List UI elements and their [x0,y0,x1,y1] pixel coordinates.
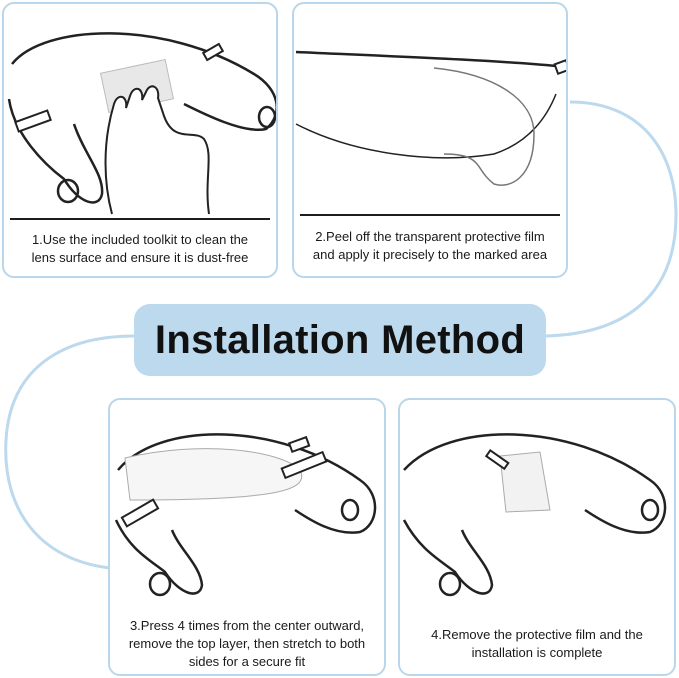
page-title: Installation Method [154,317,526,362]
film-press-illustration [114,433,377,597]
visor-cleaning-illustration [7,32,276,215]
step-3-panel: 3.Press 4 times from the center outward,… [108,398,386,676]
installed-film-illustration [402,433,667,597]
page-title-banner: Installation Method [134,304,546,376]
step-2-caption: 2.Peel off the transparent protective fi… [312,229,548,262]
step-2-panel: 2.Peel off the transparent protective fi… [292,2,568,278]
step-3-caption: 3.Press 4 times from the center outward,… [128,618,366,669]
film-peel-illustration [295,50,566,186]
